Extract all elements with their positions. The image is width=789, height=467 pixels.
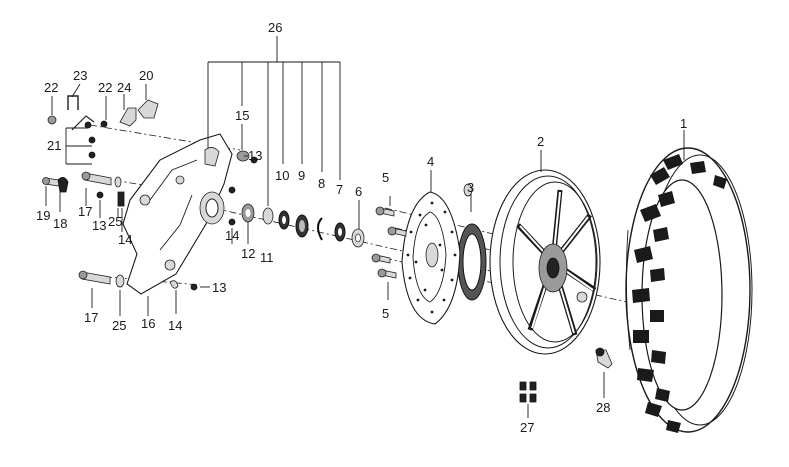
callout-14-center: 14 xyxy=(225,228,239,243)
callout-12: 12 xyxy=(241,246,255,261)
callout-22-left: 22 xyxy=(44,80,58,95)
callout-20: 20 xyxy=(139,68,153,83)
callout-25-upper: 25 xyxy=(108,214,122,229)
brake-disc xyxy=(401,191,461,325)
callout-16: 16 xyxy=(141,316,155,331)
callout-10: 10 xyxy=(275,168,289,183)
bushing xyxy=(236,150,258,164)
callout-2: 2 xyxy=(537,134,544,149)
tire xyxy=(625,147,753,433)
callout-23: 23 xyxy=(73,68,87,83)
callout-17-upper: 17 xyxy=(78,204,92,219)
callout-1: 1 xyxy=(680,116,687,131)
callout-11: 11 xyxy=(260,250,274,265)
hub-spacers xyxy=(241,203,365,248)
brake-bracket xyxy=(122,133,233,295)
callout-19: 19 xyxy=(36,208,50,223)
callout-9: 9 xyxy=(298,168,305,183)
disc-bolts xyxy=(371,196,407,300)
callout-15: 15 xyxy=(235,108,249,123)
callout-24: 24 xyxy=(117,80,131,95)
callout-7: 7 xyxy=(336,182,343,197)
callout-5-top: 5 xyxy=(382,170,389,185)
wheel-rim xyxy=(489,169,601,355)
callout-21: 21 xyxy=(47,138,61,153)
callout-6: 6 xyxy=(355,184,362,199)
callout-17-lower: 17 xyxy=(84,310,98,325)
callout-5-bottom: 5 xyxy=(382,306,389,321)
callout-13-bottom: 13 xyxy=(212,280,226,295)
callout-26: 26 xyxy=(268,20,282,35)
callout-18: 18 xyxy=(53,216,67,231)
callout-27: 27 xyxy=(520,420,534,435)
callout-13-top: 13 xyxy=(248,148,262,163)
valve-and-weights xyxy=(519,347,613,403)
callout-13-left: 13 xyxy=(92,218,106,233)
callout-28: 28 xyxy=(596,400,610,415)
callout-14-bottom: 14 xyxy=(168,318,182,333)
group-bracket-26 xyxy=(65,36,341,206)
callout-22-right: 22 xyxy=(98,80,112,95)
hub-ring xyxy=(457,183,487,301)
leader-lines xyxy=(45,83,685,418)
callout-labels: 1 2 3 4 5 5 6 7 8 9 10 11 12 13 13 13 14… xyxy=(36,20,687,435)
callout-8: 8 xyxy=(318,176,325,191)
left-fasteners xyxy=(42,95,236,291)
callout-4: 4 xyxy=(427,154,434,169)
callout-14-left: 14 xyxy=(118,232,132,247)
callout-3: 3 xyxy=(467,180,474,195)
callout-25-lower: 25 xyxy=(112,318,126,333)
